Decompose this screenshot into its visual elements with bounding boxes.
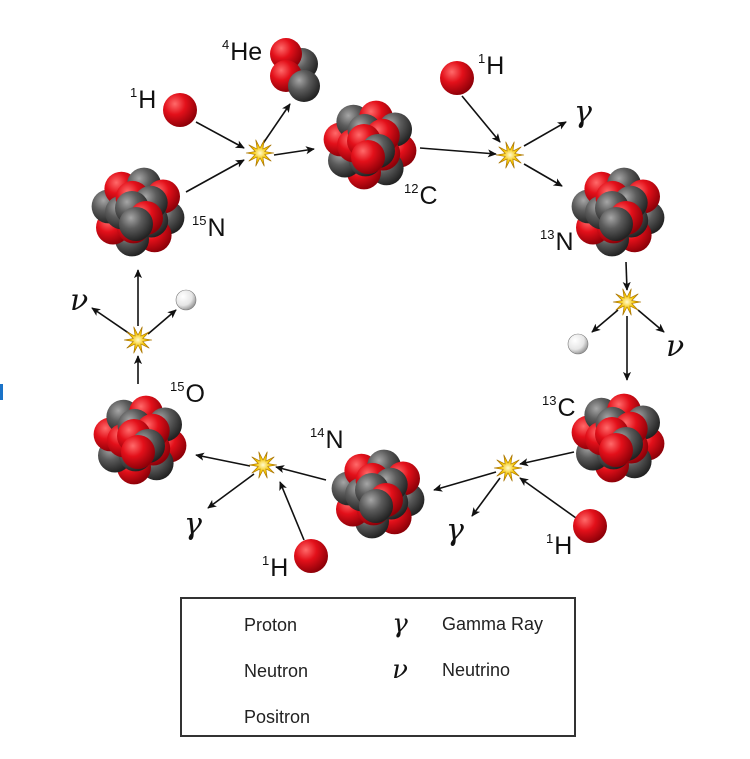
nucleus-carbon-13: [571, 393, 665, 483]
proton-hydrogen-3: [573, 509, 607, 543]
label-nitrogen-14: 14N: [310, 425, 344, 454]
reaction-flash: [612, 288, 642, 316]
label-hydrogen-1: 1H: [130, 85, 157, 114]
proton-hydrogen-2: [440, 61, 474, 95]
label-hydrogen-2: 1H: [478, 51, 505, 80]
legend-gamma-label: Gamma Ray: [442, 613, 544, 634]
legend: Proton Neutron Positron γ Gamma Ray ν Ne…: [180, 597, 576, 737]
proton-hydrogen-1: [163, 93, 197, 127]
reaction-flash: [248, 451, 278, 479]
legend-neutron-label: Neutron: [244, 661, 309, 681]
arrow-h-to-flash5: [279, 481, 305, 541]
arrow-flash3-to-neutrino: [637, 309, 665, 333]
legend-proton: Proton: [244, 615, 297, 636]
arrow-flash1-to-he4: [261, 103, 291, 146]
proton-hydrogen-4: [294, 539, 328, 573]
arrow-n13-to-flash3: [622, 261, 631, 291]
arrow-c13-to-flash4: [519, 451, 575, 467]
arrow-h-to-flash4: [519, 477, 577, 519]
label-hydrogen-3: 1H: [546, 531, 573, 560]
arrow-flash2-to-n13: [523, 163, 563, 187]
label-hydrogen-4: 1H: [262, 553, 289, 582]
proton-nucleon: [121, 435, 155, 469]
arrow-flash6-to-positron: [147, 309, 177, 335]
neutron-nucleon: [119, 207, 153, 241]
edge-marker: [0, 384, 3, 400]
gamma-symbol-bottom-left: γ: [184, 507, 202, 542]
gamma-symbol-top-right: γ: [574, 95, 592, 130]
reaction-flash: [495, 141, 525, 169]
nucleus-oxygen-15: [93, 395, 187, 485]
arrow-flash4-to-n14: [433, 471, 497, 492]
label-helium-4: 4He: [222, 37, 263, 66]
legend-positron-label: Positron: [244, 707, 311, 727]
legend-neutron: Neutron: [244, 661, 308, 682]
neutrino-symbol-left: ν: [70, 283, 89, 318]
legend-neutrino-symbol: ν: [392, 655, 408, 685]
proton-nucleon: [351, 140, 385, 174]
label-carbon-13: 13C: [542, 393, 576, 422]
nucleus-nitrogen-13: [571, 167, 665, 257]
proton-nucleon: [599, 433, 633, 467]
label-carbon-12: 12C: [404, 181, 438, 210]
arrow-n14-to-flash5: [275, 465, 327, 481]
nucleus-carbon-12: [323, 100, 417, 190]
legend-neutrino: ν Neutrino: [386, 655, 510, 685]
label-nitrogen-15: 15N: [192, 213, 226, 242]
reaction-flash: [123, 326, 153, 354]
label-oxygen-15: 15O: [170, 379, 205, 408]
legend-gamma-symbol: γ: [392, 609, 408, 639]
arrow-c12-to-flash2: [419, 147, 497, 158]
reaction-flash: [245, 139, 275, 167]
arrow-flash4-to-gamma: [471, 477, 501, 517]
arrow-h-to-flash2: [461, 95, 501, 143]
nucleus-nitrogen-14: [331, 449, 425, 539]
reaction-arrows: [91, 95, 665, 541]
legend-neutrino-label: Neutrino: [442, 659, 511, 680]
label-nitrogen-13: 13N: [540, 227, 574, 256]
nucleus-helium-4: [270, 38, 320, 102]
legend-gamma: γ Gamma Ray: [386, 609, 543, 639]
reaction-flashes: [123, 139, 642, 482]
neutron-nucleon: [359, 489, 393, 523]
arrow-flash5-to-o15: [195, 452, 251, 467]
neutrino-symbol-right: ν: [666, 329, 685, 364]
positron-left: [175, 289, 197, 311]
arrow-flash1-to-c12: [273, 146, 315, 156]
positron-right: [567, 333, 589, 355]
neutron-nucleon: [599, 207, 633, 241]
arrow-flash3-to-positron: [591, 309, 619, 333]
arrow-flash6-to-neutrino: [91, 307, 131, 335]
gamma-symbol-bottom-right: γ: [446, 513, 464, 548]
arrow-flash5-to-gamma: [207, 473, 255, 509]
arrow-n15-to-flash1: [185, 159, 245, 193]
nucleus-nitrogen-15: [91, 167, 185, 257]
arrow-h-to-flash1: [195, 121, 245, 149]
legend-proton-label: Proton: [244, 615, 298, 635]
legend-positron: Positron: [244, 707, 310, 728]
arrow-flash2-to-gamma: [523, 121, 567, 147]
reaction-flash: [493, 454, 523, 482]
